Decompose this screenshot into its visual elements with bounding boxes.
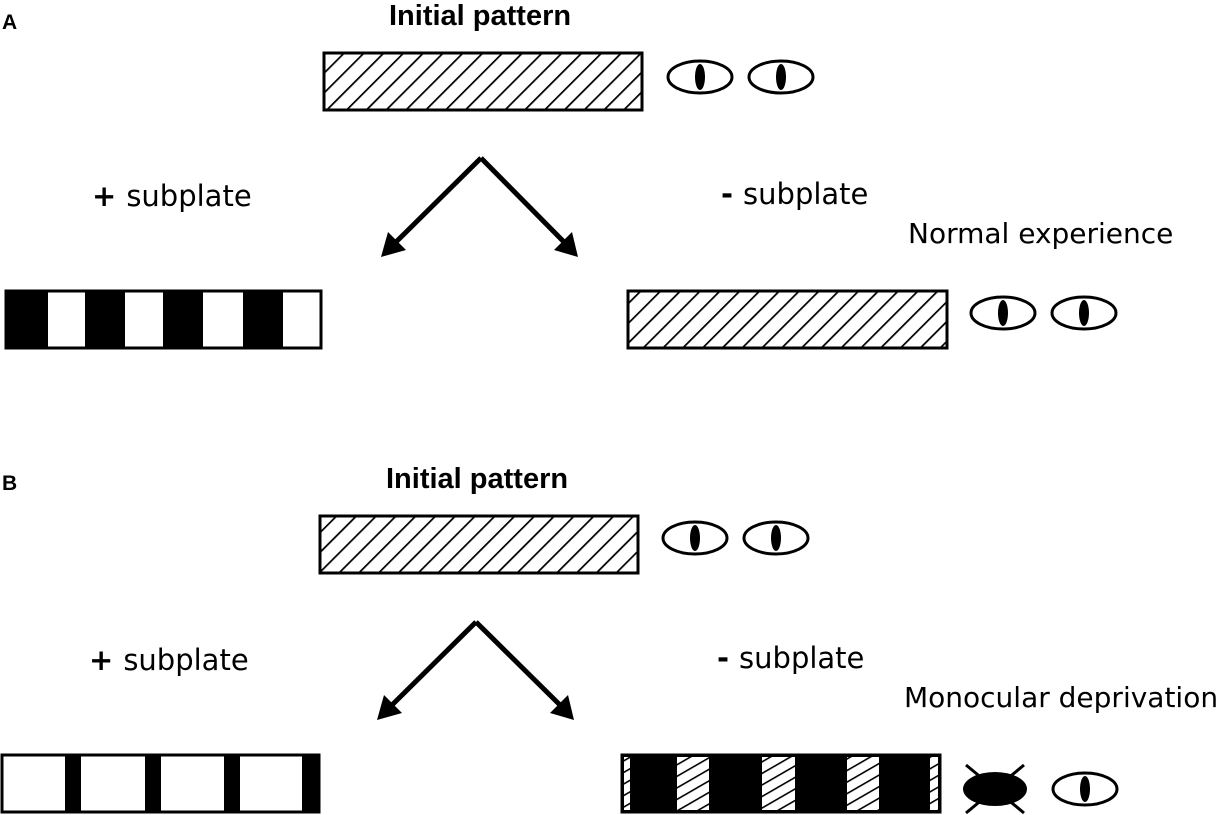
eye-open-icon [1050,295,1118,331]
arrow-icon [479,156,578,257]
panel-a-left-branch-label: + subplate [92,182,252,211]
panel-a-minus-subplate-bar [626,289,949,350]
panel-a-title: Initial pattern [389,0,572,32]
panel-b-plus-subplate-bar [0,753,321,814]
eye-open-icon [661,520,729,556]
panel-a-right-branch-text: subplate [743,177,869,211]
panel-b-minus-subplate-bar [620,753,942,814]
eye-open-icon [969,295,1037,331]
panel-a-initial-bar [322,51,644,112]
eye-closed-icon [963,763,1027,815]
arrow-icon [381,156,483,257]
minus-sign: - [717,641,730,675]
panel-a-right-branch-label: -subplate [721,180,868,209]
panel-b-right-branch-label: -subplate [717,644,864,673]
panel-a-condition: Normal experience [908,217,1174,250]
eye-open-icon [1051,771,1119,807]
panel-b-left-branch-label: + subplate [89,646,249,675]
panel-a-left-branch-text: subplate [126,179,252,213]
eye-open-icon [666,59,734,95]
panel-b-right-branch-text: subplate [739,641,865,675]
arrow-icon [474,620,574,720]
panel-b-label: B [2,472,18,495]
arrow-icon [377,620,478,720]
minus-sign: - [721,177,734,211]
panel-a-plus-subplate-bar [4,289,323,350]
panel-b-left-branch-text: subplate [123,643,249,677]
panel-b-initial-bar [318,514,640,575]
eye-open-icon [742,520,810,556]
plus-sign: + [89,643,114,677]
panel-a-label: A [2,11,18,34]
panel-b-condition: Monocular deprivation [904,681,1219,714]
panel-b-title: Initial pattern [386,463,569,495]
eye-open-icon [747,59,815,95]
plus-sign: + [92,179,117,213]
